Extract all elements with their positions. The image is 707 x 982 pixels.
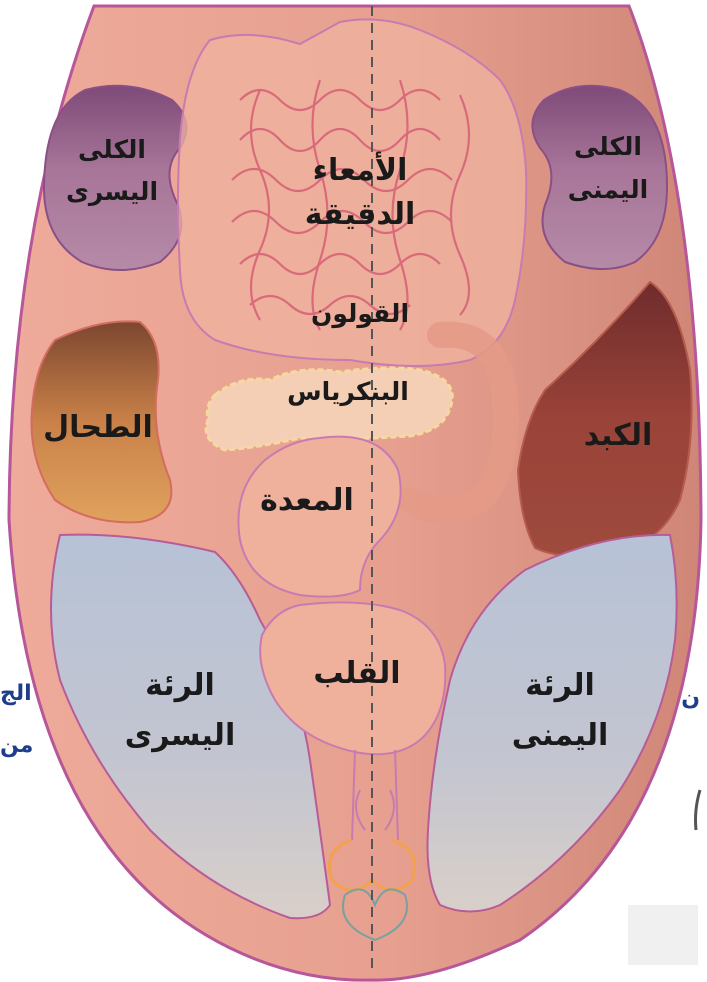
right-lung-label-2: اليمنى — [512, 718, 609, 753]
right-kidney-label-1: الكلى — [574, 132, 642, 161]
left-kidney-label-1: الكلى — [78, 135, 146, 164]
left-kidney-label-2: اليسرى — [66, 177, 158, 207]
background-decor-stroke — [696, 790, 701, 830]
right-side-text: ن — [681, 686, 700, 711]
left-side-text-1: الج — [0, 681, 32, 706]
pancreas-label: البنكرياس — [287, 377, 409, 407]
spleen-label: الطحال — [43, 410, 153, 445]
right-kidney-label-2: اليمنى — [568, 175, 648, 204]
left-lung-label-1: الرئة — [145, 668, 215, 703]
right-lung-label-1: الرئة — [525, 668, 595, 703]
small-intestine-label-2: الدقيقة — [305, 197, 416, 232]
left-lung-label-2: اليسرى — [125, 718, 235, 753]
stomach-label: المعدة — [260, 483, 354, 518]
background-decor-shape — [628, 905, 698, 965]
small-intestine-label-1: الأمعاء — [313, 151, 408, 188]
left-side-text-2: من — [0, 733, 33, 758]
liver-label: الكبد — [584, 418, 653, 453]
heart-label: القلب — [313, 656, 400, 691]
colon-label: القولون — [311, 299, 409, 329]
